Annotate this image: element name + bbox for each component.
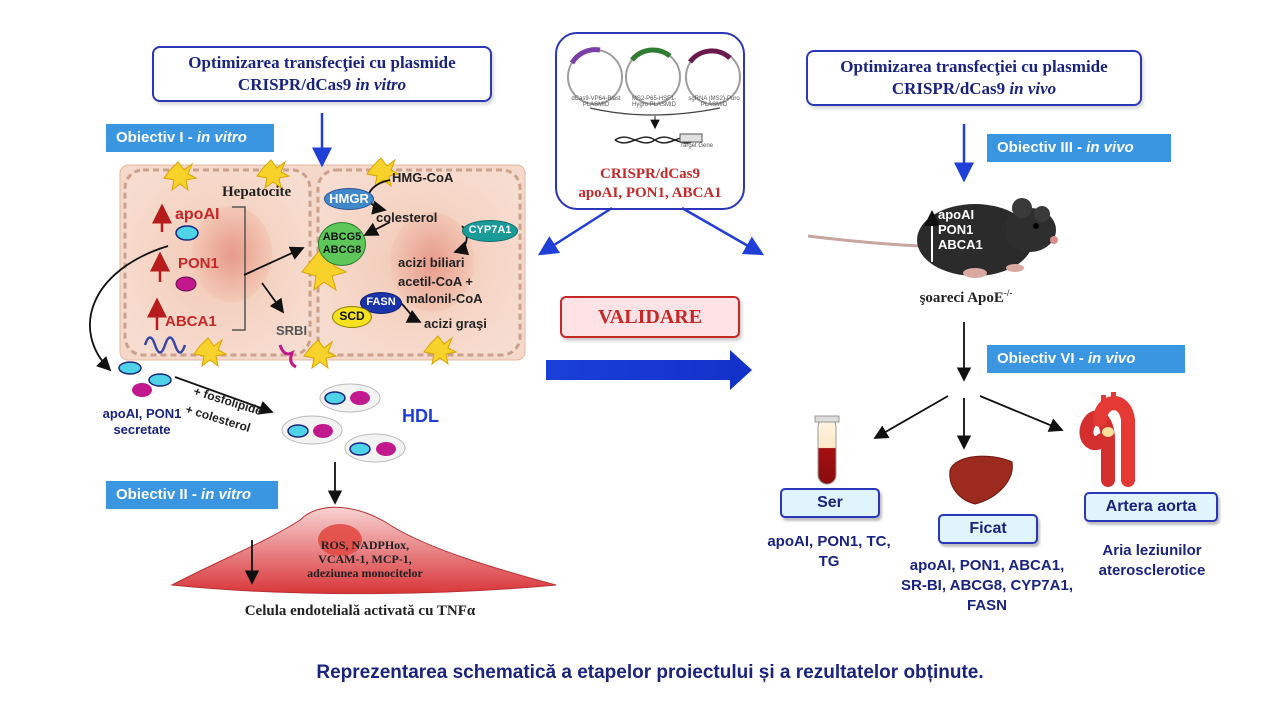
objective-2-label: Obiectiv II - in vitro <box>106 481 278 509</box>
endothelial-line2: VCAM-1, MCP-1, <box>318 552 412 566</box>
target-gene-label: Target Gene <box>680 143 714 149</box>
endothelial-line3: adeziunea monocitelor <box>307 566 423 580</box>
colesterol-label: colesterol <box>376 210 438 225</box>
abcg5-abcg8-transporter: ABCG5 ABCG8 <box>318 222 366 266</box>
secreted-line2: secretate <box>113 422 171 437</box>
endothelial-line1: ROS, NADPHox, <box>320 538 410 552</box>
hmgcoa-label: HMG-CoA <box>392 170 454 185</box>
objective-1-italic: in vitro <box>196 129 247 146</box>
mouse-gene-pon1: PON1 <box>938 222 974 237</box>
objective-1-label: Obiectiv I - in vitro <box>106 124 274 152</box>
mouse-genes: apoAI PON1 ABCA1 <box>938 207 983 252</box>
crispr-line2: apoAI, PON1, ABCA1 <box>578 185 722 201</box>
objective-6-prefix: Obiectiv VI - <box>997 350 1088 367</box>
mouse-caption-sup: -/- <box>1003 288 1013 298</box>
serum-results: apoAI, PON1, TC, TG <box>750 532 908 572</box>
serum-results-line2: TG <box>818 553 840 570</box>
aorta-results-line2: aterosclerotice <box>1098 562 1206 579</box>
liver-results-line1: apoAI, PON1, ABCA1, <box>909 557 1065 574</box>
transfection-in-vitro-italic: in vitro <box>355 75 407 94</box>
objective-6-italic: in vivo <box>1087 350 1136 367</box>
liver-results-line3: FASN <box>966 597 1007 614</box>
transfection-in-vitro-box: Optimizarea transfecţiei cu plasmide CRI… <box>152 46 492 102</box>
endothelial-caption: Celula endotelială activată cu TNFα <box>244 603 476 619</box>
abca1-label: ABCA1 <box>165 313 217 330</box>
gene-bracket <box>232 206 246 331</box>
serum-results-line1: apoAI, PON1, TC, <box>767 533 891 550</box>
endothelial-cell-shape <box>170 506 557 595</box>
plasmid2-label: MS2-P65-HSF1-Hygro PLASMID <box>631 96 677 108</box>
aorta-results-line1: Aria leziunilor <box>1102 542 1202 559</box>
transfection-in-vitro-line1: Optimizarea transfecţiei cu plasmide <box>188 53 456 72</box>
objective-2-italic: in vitro <box>201 486 252 503</box>
serum-result-box: Ser <box>780 488 880 518</box>
secreted-label: apoAI, PON1 secretate <box>86 406 198 438</box>
liver-illustration <box>949 455 1013 505</box>
hdl-particles <box>281 383 406 463</box>
srbi-label: SRBI <box>276 323 308 338</box>
scd-enzyme: SCD <box>332 306 372 328</box>
mouse-gene-abca1: ABCA1 <box>938 237 983 252</box>
validation-arrow <box>546 350 752 390</box>
transfection-in-vivo-italic: in vivo <box>1009 79 1057 98</box>
objective-1-prefix: Obiectiv I - <box>116 129 197 146</box>
liver-result-box: Ficat <box>938 514 1038 544</box>
objective-2-prefix: Obiectiv II - <box>116 486 202 503</box>
hdl-label: HDL <box>402 406 439 426</box>
acetyl-coa-label: acetil-CoA + <box>398 274 474 289</box>
pon1-label: PON1 <box>178 255 219 272</box>
validation-box: VALIDARE <box>560 296 740 338</box>
crispr-box <box>555 32 745 210</box>
crispr-line1: CRISPR/dCas9 <box>599 166 701 182</box>
mouse-caption: şoareci ApoE-/- <box>896 288 1036 307</box>
objective-3-prefix: Obiectiv III - <box>997 139 1087 156</box>
abcg5-label: ABCG5 <box>322 231 362 243</box>
apoai-label: apoAI <box>175 206 220 223</box>
transfection-in-vivo-line1: Optimizarea transfecţiei cu plasmide <box>840 57 1108 76</box>
malonyl-coa-label: malonil-CoA <box>406 291 483 306</box>
serum-tube <box>814 415 840 485</box>
bile-acids-label: acizi biliari <box>398 255 465 270</box>
objective-3-italic: in vivo <box>1086 139 1134 156</box>
endothelial-markers: ROS, NADPHox, VCAM-1, MCP-1, adeziunea m… <box>282 538 448 580</box>
fatty-acids-label: acizi graşi <box>424 316 487 331</box>
plasmid3-label: sgRNA (MS2)-Puro PLASMID <box>688 96 740 108</box>
mouse-caption-prefix: şoareci ApoE <box>919 290 1004 306</box>
figure-caption: Reprezentarea schematică a etapelor proi… <box>316 662 984 683</box>
transfection-in-vivo-line2: CRISPR/dCas9 in vivo <box>808 78 1140 100</box>
mouse-illustration <box>807 198 1058 278</box>
cyp7a1-enzyme: CYP7A1 <box>462 220 518 242</box>
hepatocyte-cells <box>119 157 526 370</box>
hepatocyte-title: Hepatocite <box>222 184 292 200</box>
hmgr-enzyme: HMGR <box>324 188 374 210</box>
objective-3-label: Obiectiv III - in vivo <box>987 134 1171 162</box>
plasmid1-label: dCas9-VP64-Blast PLASMID <box>571 96 621 108</box>
plasmid-graphics <box>567 47 741 144</box>
secreted-line1: apoAI, PON1 <box>102 406 182 421</box>
transfection-in-vitro-line2: CRISPR/dCas9 in vitro <box>154 74 490 96</box>
liver-results-line2: SR-BI, ABCG8, CYP7A1, <box>901 577 1073 594</box>
transfection-in-vivo-prefix: CRISPR/dCas9 <box>891 79 1010 98</box>
aorta-results: Aria leziunilor aterosclerotice <box>1082 541 1222 581</box>
transfection-in-vitro-prefix: CRISPR/dCas9 <box>237 75 356 94</box>
fasn-enzyme: FASN <box>360 292 402 314</box>
aorta-illustration <box>1079 392 1135 487</box>
mouse-gene-apoai: apoAI <box>938 207 975 222</box>
abcg8-label: ABCG8 <box>322 244 362 256</box>
transfection-in-vivo-box: Optimizarea transfecţiei cu plasmide CRI… <box>806 50 1142 106</box>
objective-6-label: Obiectiv VI - in vivo <box>987 345 1185 373</box>
liver-results: apoAI, PON1, ABCA1, SR-BI, ABCG8, CYP7A1… <box>882 556 1092 616</box>
aorta-result-box: Artera aorta <box>1084 492 1218 522</box>
